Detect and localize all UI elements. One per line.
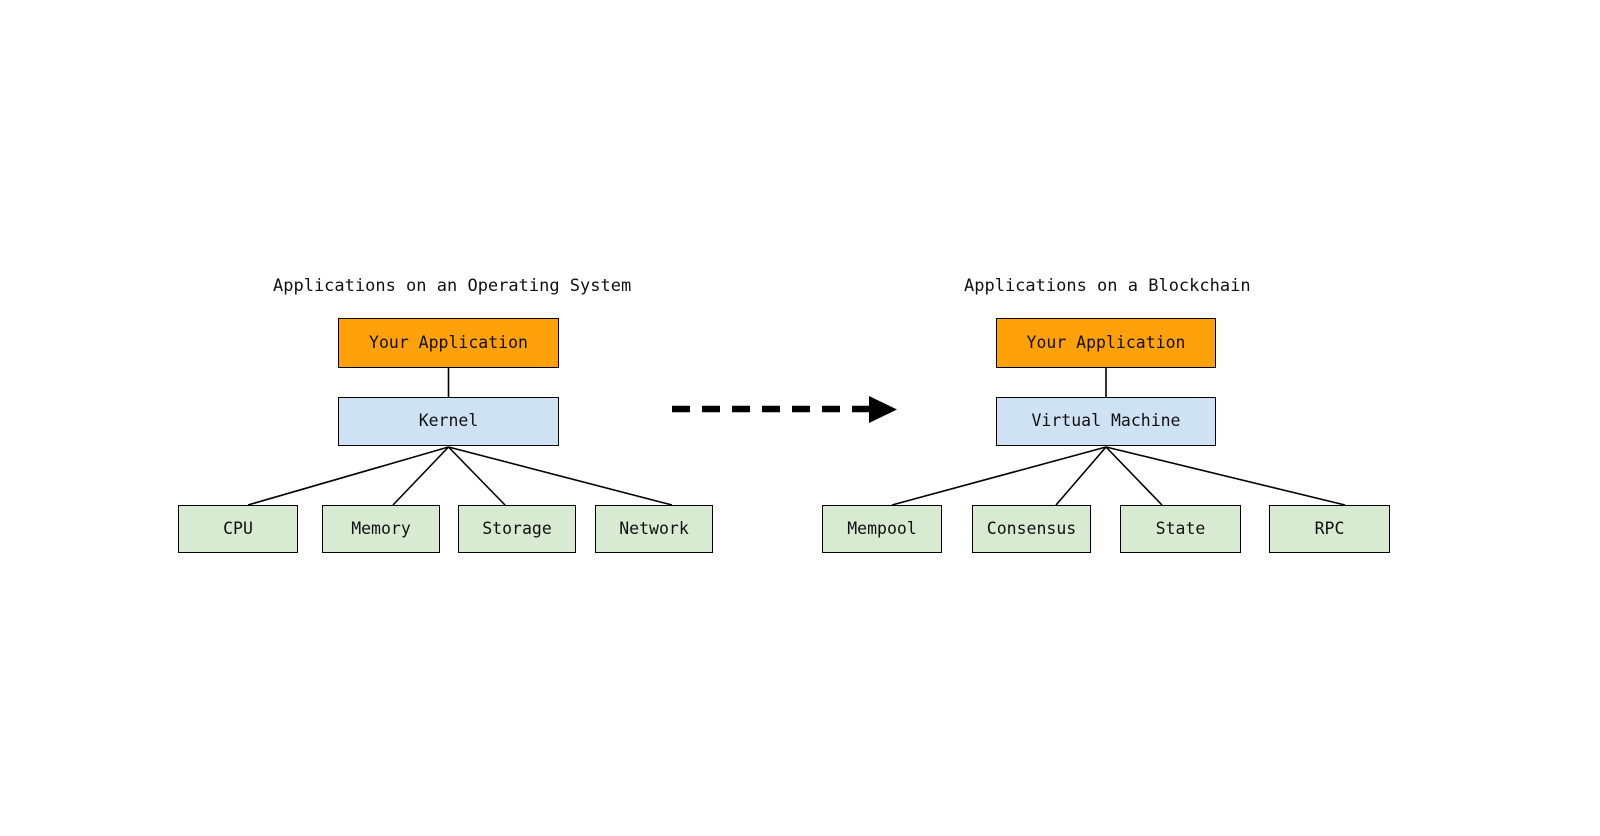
node-bc-rpc[interactable]: RPC (1269, 505, 1390, 553)
node-bc-state[interactable]: State (1120, 505, 1241, 553)
edge-os-kernel-to-memory (392, 446, 450, 506)
edge-bc-vm-to-rpc (1105, 446, 1346, 506)
node-os-storage[interactable]: Storage (458, 505, 576, 553)
node-os-kernel[interactable]: Kernel (338, 397, 559, 446)
edge-os-kernel-to-cpu (247, 446, 449, 506)
node-os-cpu[interactable]: CPU (178, 505, 298, 553)
dashed-arrow (672, 396, 897, 423)
node-bc-consensus[interactable]: Consensus (972, 505, 1091, 553)
node-os-network[interactable]: Network (595, 505, 713, 553)
panel-title-blockchain: Applications on a Blockchain (964, 276, 1251, 296)
edge-bc-vm-to-consensus (1055, 446, 1107, 506)
edge-bc-vm-to-state (1105, 446, 1163, 506)
edge-os-kernel-to-network (448, 446, 673, 506)
edge-bc-vm-to-mempool (891, 446, 1107, 506)
panel-title-operating-system: Applications on an Operating System (273, 276, 632, 296)
node-os-your-application[interactable]: Your Application (338, 318, 559, 368)
node-bc-your-application[interactable]: Your Application (996, 318, 1216, 368)
dashed-arrow-head (869, 396, 897, 423)
edge-os-kernel-to-storage (447, 446, 506, 506)
node-bc-virtual-machine[interactable]: Virtual Machine (996, 397, 1216, 446)
node-os-memory[interactable]: Memory (322, 505, 440, 553)
node-bc-mempool[interactable]: Mempool (822, 505, 942, 553)
